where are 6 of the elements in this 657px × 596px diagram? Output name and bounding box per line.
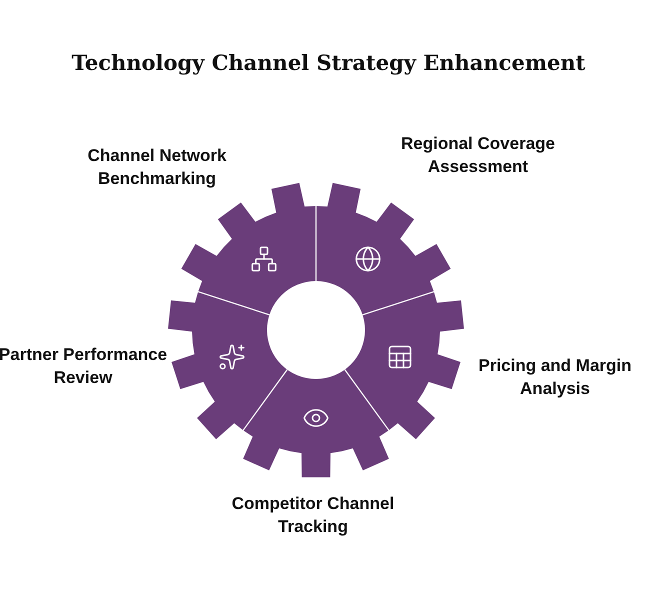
title: Technology Channel Strategy Enhancement [70,50,586,75]
segment-label: Pricing and Margin Analysis [477,355,633,400]
segment-label: Competitor Channel Tracking [230,493,396,538]
segment-label: Partner Performance Review [0,344,168,389]
segment-label: Channel Network Benchmarking [86,145,228,190]
segment-label: Regional Coverage Assessment [400,133,556,178]
